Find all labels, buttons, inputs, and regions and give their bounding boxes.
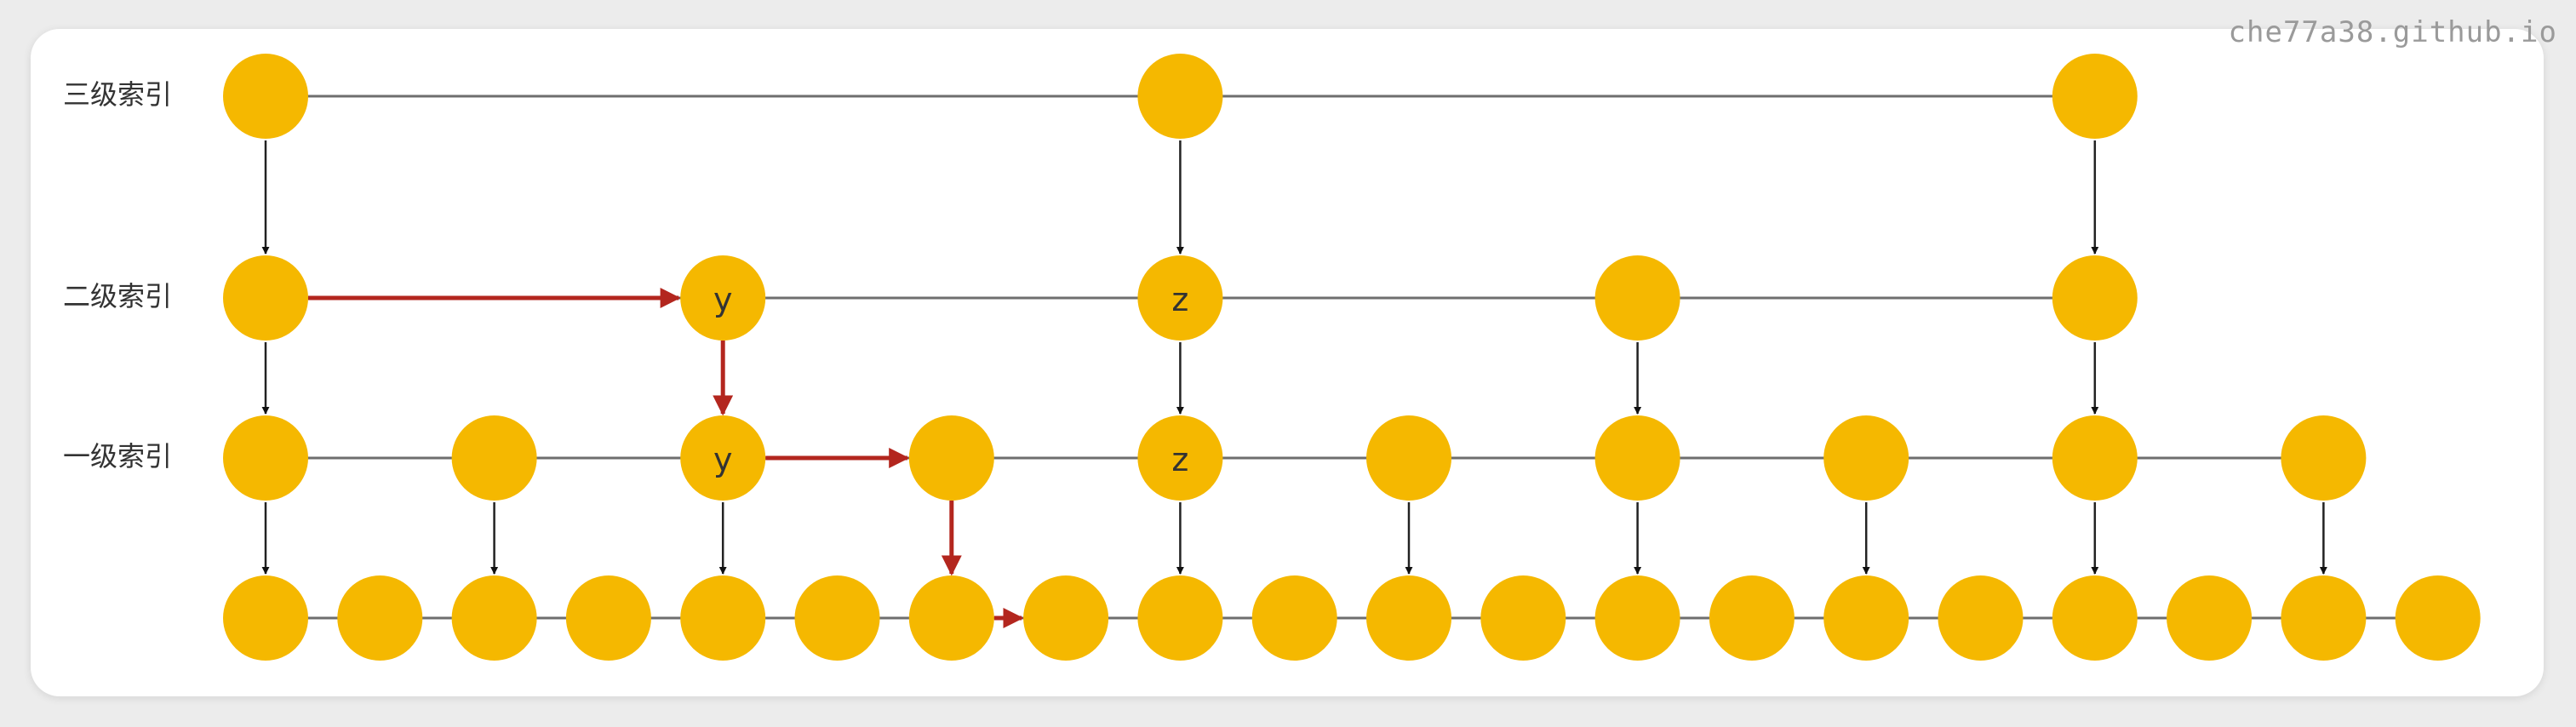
node-level3-col16 (2052, 54, 2138, 139)
node-level1-col16 (2052, 415, 2138, 501)
node-level1-col18 (2281, 415, 2367, 501)
node-level0-col13 (1709, 575, 1795, 661)
node-level0-col0 (223, 575, 308, 661)
node-level0-col5 (794, 575, 880, 661)
node-level0-col8 (1137, 575, 1223, 661)
node-level0-col11 (1480, 575, 1566, 661)
node-level1-col12 (1594, 415, 1680, 501)
node-level0-col9 (1251, 575, 1337, 661)
node-level1-col4 (680, 415, 766, 501)
node-level0-col15 (1938, 575, 2024, 661)
node-level0-col4 (680, 575, 766, 661)
node-level0-col10 (1366, 575, 1451, 661)
node-level0-col6 (908, 575, 994, 661)
node-level0-col1 (337, 575, 423, 661)
node-level1-col8 (1137, 415, 1223, 501)
node-level1-col14 (1823, 415, 1909, 501)
node-level0-col18 (2281, 575, 2367, 661)
node-level1-col6 (908, 415, 994, 501)
level-label-1: 一级索引 (63, 440, 172, 472)
node-label: y (713, 441, 733, 478)
node-level0-col17 (2167, 575, 2253, 661)
nodes: y z y z (223, 54, 2481, 661)
node-level3-col0 (223, 54, 308, 139)
level-labels: 三级索引 二级索引 一级索引 (63, 78, 172, 472)
node-level2-col4 (680, 255, 766, 341)
node-level0-col14 (1823, 575, 1909, 661)
search-path-arrows (308, 288, 1024, 628)
node-label: z (1171, 441, 1188, 478)
node-level0-col2 (451, 575, 537, 661)
down-arrows (261, 140, 2327, 575)
node-level0-col7 (1023, 575, 1109, 661)
node-level1-col10 (1366, 415, 1451, 501)
node-level0-col16 (2052, 575, 2138, 661)
node-label: y (713, 281, 733, 318)
node-level2-col16 (2052, 255, 2138, 341)
node-level2-col0 (223, 255, 308, 341)
node-level1-col2 (451, 415, 537, 501)
node-level1-col0 (223, 415, 308, 501)
level-label-3: 三级索引 (63, 78, 172, 111)
node-level0-col12 (1594, 575, 1680, 661)
node-level0-col19 (2395, 575, 2481, 661)
connector-lines (266, 94, 2438, 620)
node-level0-col3 (565, 575, 651, 661)
watermark: che77a38.github.io (2228, 15, 2557, 49)
level-label-2: 二级索引 (63, 280, 172, 312)
node-level2-col8 (1137, 255, 1223, 341)
node-level3-col8 (1137, 54, 1223, 139)
node-level2-col12 (1594, 255, 1680, 341)
node-label: z (1171, 281, 1188, 318)
